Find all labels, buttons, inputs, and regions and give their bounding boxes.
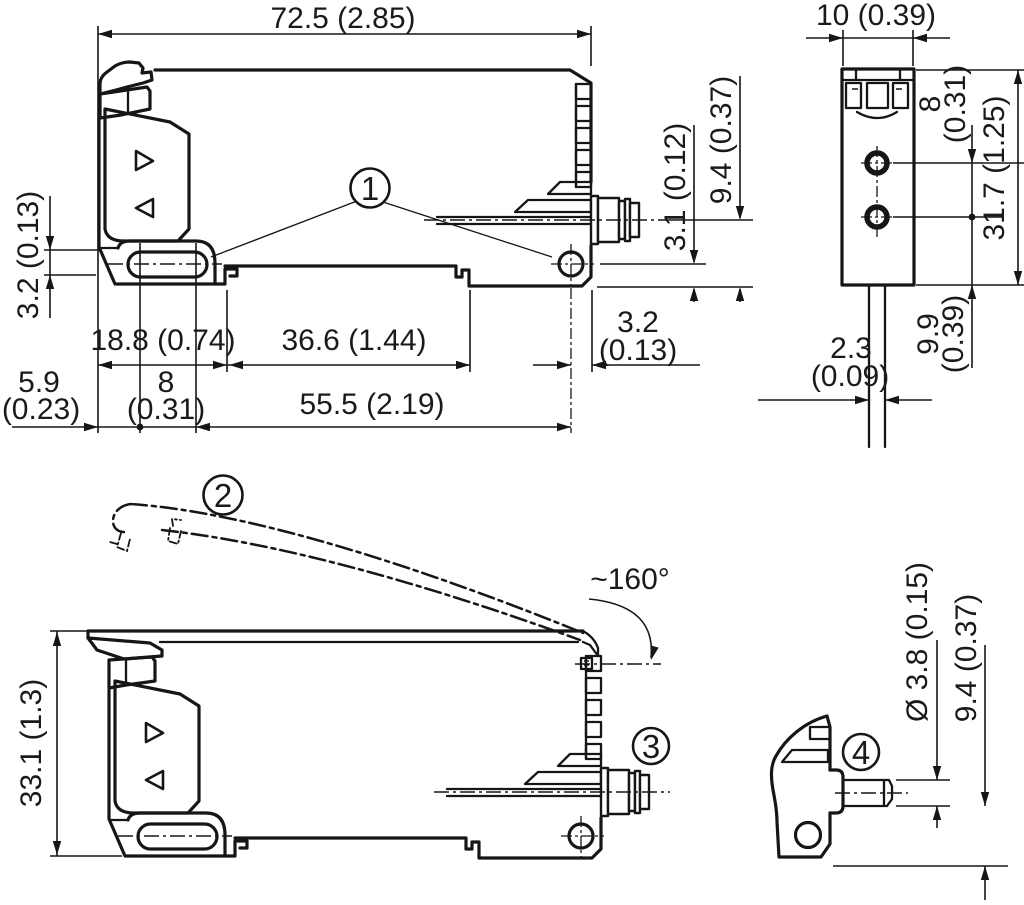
dim-open-angle: ~160°: [590, 563, 670, 596]
callout-4-circle: [841, 732, 881, 772]
side-lid-lip: [840, 67, 916, 82]
dim-offset-left: 5.9: [18, 366, 60, 399]
dim-foot-left: 18.8 (0.74): [90, 324, 235, 357]
clamp-lever: [98, 60, 154, 96]
top-edge-closed-lid: [153, 68, 593, 184]
dim-hole-bottom: 9.9: [912, 313, 945, 355]
callout-2-label: 2: [214, 477, 232, 514]
view-side: 10 (0.39) 8 (0.31) 31.7 (1.25) 9.9 (0.39…: [758, 0, 1024, 449]
view-open: ~160° 33.1 (1.3) 2 3: [15, 474, 672, 861]
fiber-grommet: [828, 768, 845, 815]
fiber-cables: [867, 283, 887, 449]
callout-2: 2: [202, 474, 244, 516]
fragment-hole: [793, 820, 823, 850]
callout-1-circle: [349, 167, 391, 209]
callout-3: 3: [631, 726, 671, 766]
dim-side-height: 31.7 (1.25): [978, 95, 1011, 240]
dim-top-width: 72.5 (2.85): [270, 2, 415, 35]
dims-open: 33.1 (1.3): [15, 630, 122, 857]
callout-1: 1: [210, 167, 553, 258]
dim-fiber-width: 2.3: [830, 332, 872, 365]
dims-side: 10 (0.39) 8 (0.31) 31.7 (1.25) 9.9 (0.39…: [758, 0, 1024, 405]
fragment-notch: [808, 725, 831, 741]
dim-slot-pitch-in: (0.31): [127, 393, 205, 426]
dim-connector-axis: 9.4 (0.37): [705, 76, 738, 204]
callout-4-label: 4: [852, 734, 870, 771]
dim-side-width: 10 (0.39): [816, 0, 936, 32]
side-body: [840, 67, 916, 287]
dim-slot-height: 3.2 (0.13): [12, 191, 45, 319]
hole-centerlines: [861, 146, 893, 237]
view-fiber: Ø 3.8 (0.15) 9.4 (0.37) 4: [769, 562, 1008, 900]
dim-hole-pitch-in: (0.31): [939, 65, 972, 143]
open-lid-phantom: [109, 502, 585, 642]
clamp-block: [98, 85, 152, 120]
callout-2-circle: [202, 474, 244, 516]
dim-hole-pitch: 8: [914, 96, 947, 113]
fragment-fin: [780, 748, 830, 764]
hinge-corner: [581, 629, 600, 658]
dim-hole-edge-in: (0.13): [599, 334, 677, 367]
callout-1-label: 1: [361, 170, 379, 207]
dim-hole-edge: 3.2: [617, 306, 659, 339]
fragment-outline: [769, 714, 832, 859]
fiber-cable: [841, 778, 894, 808]
lid-hooks: [109, 517, 182, 553]
dim-hole-bottom-in: (0.39): [937, 295, 970, 373]
view-top: 72.5 (2.85) 3.2 (0.13) 18.8 (0.74) 36.6 …: [2, 2, 753, 433]
callout-3-circle: [631, 726, 671, 766]
callout-4: 4: [841, 732, 881, 772]
dim-fiber-dia: Ø 3.8 (0.15): [901, 562, 934, 722]
dim-base-span: 55.5 (2.19): [299, 388, 444, 421]
dim-offset-left-in: (0.23): [2, 393, 80, 426]
dims-fiber: Ø 3.8 (0.15) 9.4 (0.37): [833, 562, 1008, 900]
fiber-clamp-detail: [844, 81, 910, 120]
dims-top: 72.5 (2.85) 3.2 (0.13) 18.8 (0.74) 36.6 …: [2, 2, 753, 433]
dim-body-height: 33.1 (1.3): [15, 679, 48, 807]
dim-slot-pitch: 8: [158, 366, 175, 399]
dim-foot-mid: 36.6 (1.44): [281, 324, 426, 357]
dim-fiber-axis: 9.4 (0.37): [950, 594, 983, 722]
open-angle: ~160°: [575, 563, 670, 665]
clamp-block-open: [107, 655, 157, 690]
callout-3-label: 3: [642, 728, 660, 765]
dim-hole-to-bottom: 3.1 (0.12): [659, 123, 692, 251]
dim-fiber-width-in: (0.09): [811, 360, 889, 393]
